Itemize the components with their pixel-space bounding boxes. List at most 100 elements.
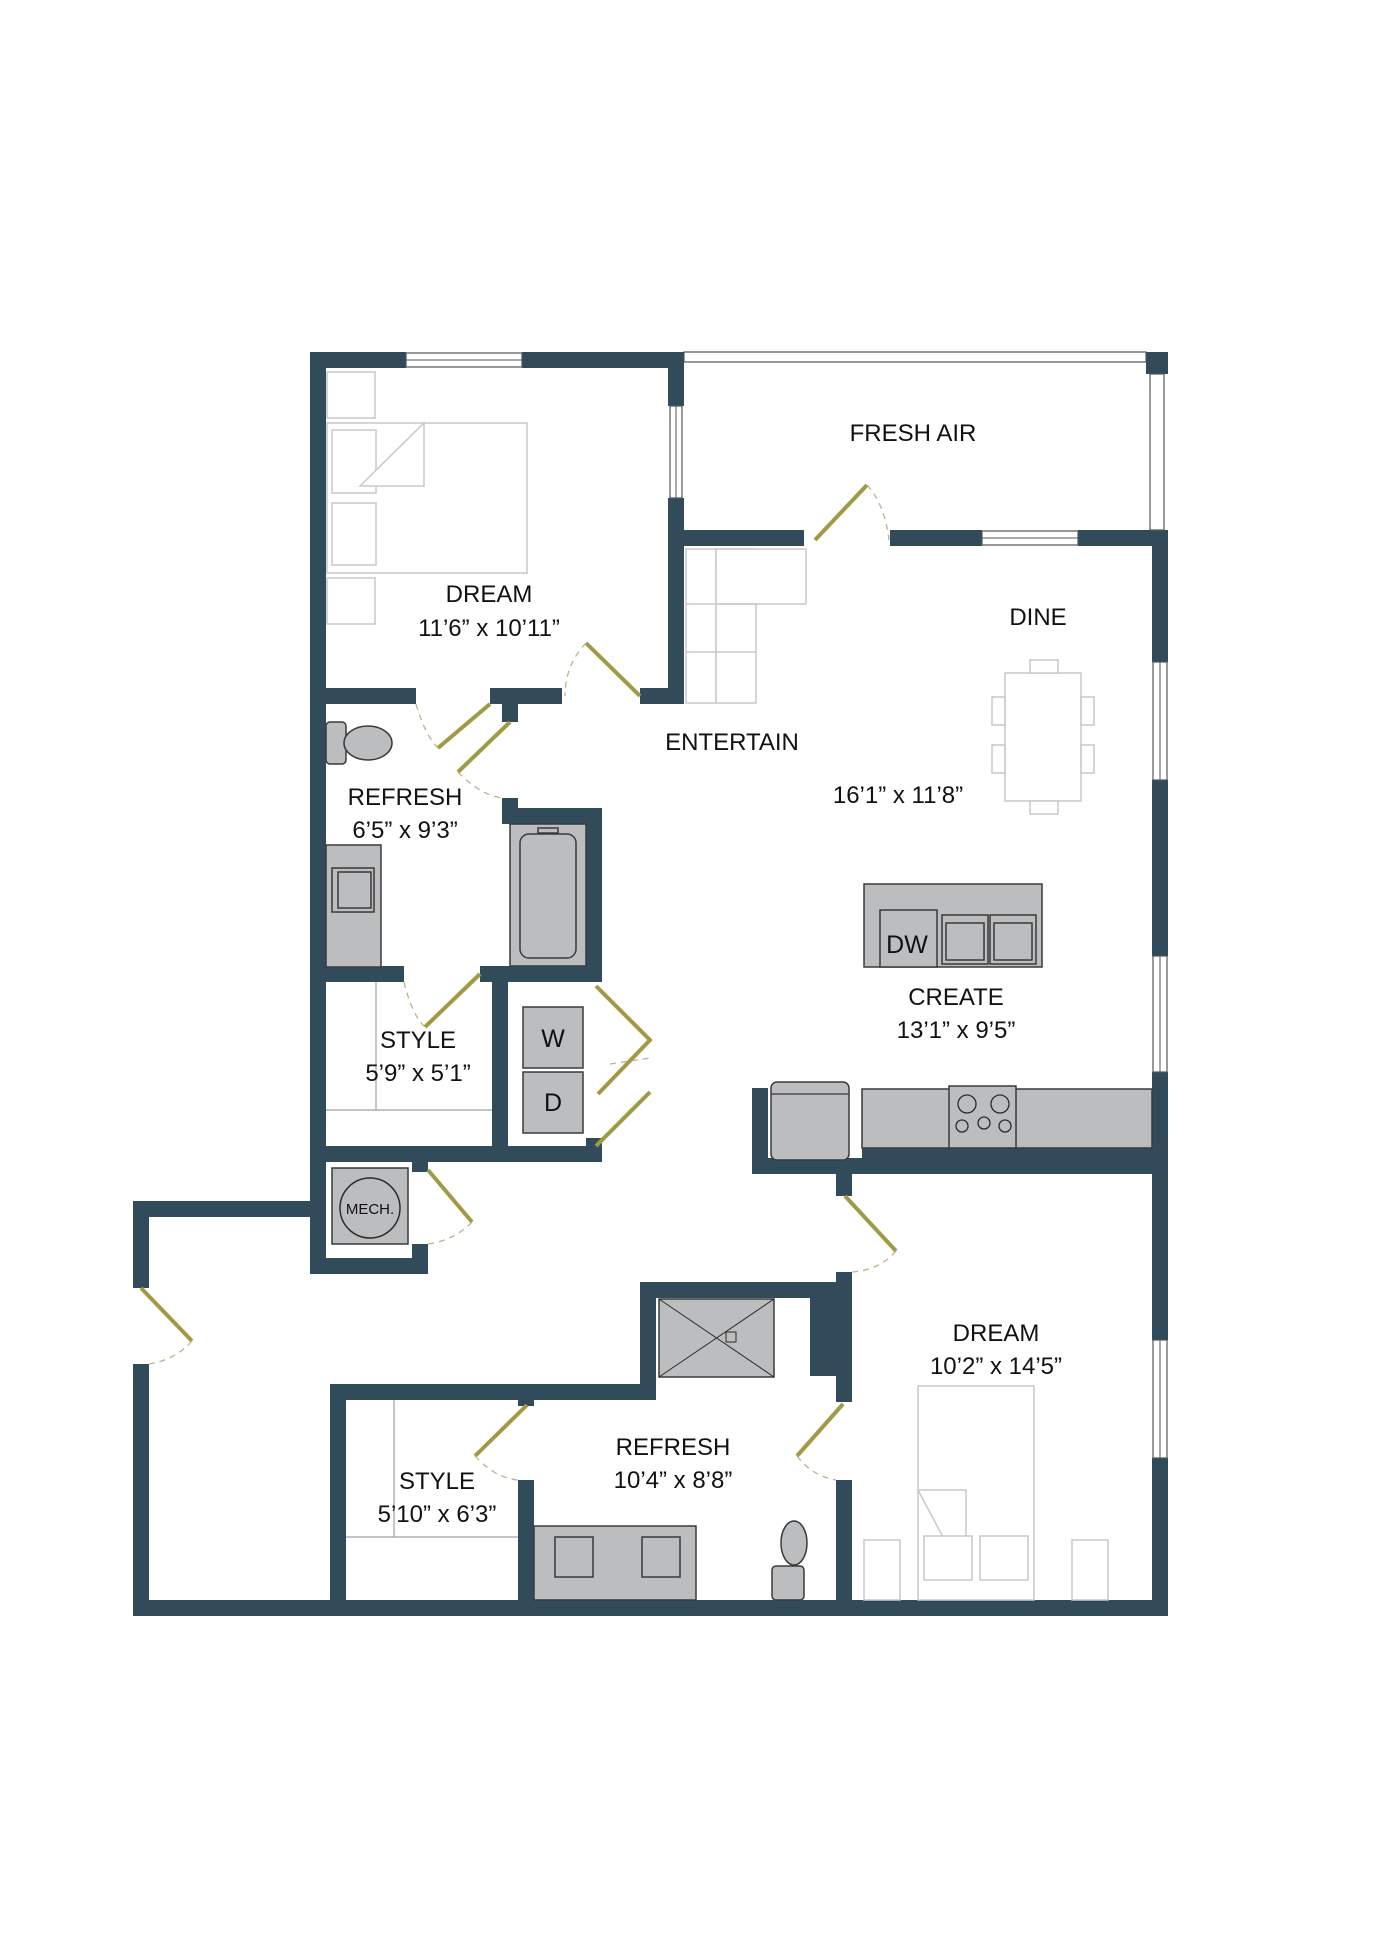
- chair: [1029, 659, 1059, 674]
- door: [426, 1168, 474, 1224]
- wall: [326, 1146, 602, 1162]
- door: [795, 1402, 845, 1458]
- wall: [326, 966, 404, 982]
- wall: [640, 688, 684, 704]
- dishwasher: [879, 909, 938, 968]
- mech-label: MECH.: [346, 1201, 394, 1218]
- room-name-create: CREATE: [908, 984, 1004, 1011]
- room-name-refresh-2: REFRESH: [616, 1434, 731, 1461]
- wall: [502, 808, 602, 824]
- room-dims-style-1: 5’9” x 5’1”: [365, 1060, 470, 1087]
- room-name-dine: DINE: [1009, 604, 1066, 631]
- railing: [1149, 373, 1165, 531]
- dryer: [522, 1071, 584, 1134]
- door: [139, 1286, 194, 1343]
- wall: [412, 1244, 428, 1274]
- wall: [1152, 1458, 1168, 1616]
- wall: [668, 352, 684, 406]
- wall: [836, 1174, 852, 1196]
- door: [423, 972, 482, 1029]
- wall: [330, 1384, 656, 1400]
- wall: [668, 498, 684, 704]
- wall: [492, 966, 508, 1150]
- door: [843, 1194, 898, 1253]
- door: [436, 702, 492, 750]
- chair: [1080, 696, 1095, 726]
- room-dims-style-2: 5’10” x 6’3”: [378, 1501, 497, 1528]
- door: [456, 720, 512, 774]
- chair: [991, 744, 1006, 774]
- nightstand: [1071, 1539, 1109, 1601]
- room-name-style-2: STYLE: [399, 1468, 475, 1495]
- walls: [133, 352, 1168, 1616]
- wall: [310, 1258, 428, 1274]
- door: [584, 641, 642, 698]
- windows: [405, 351, 1168, 1459]
- wall: [502, 704, 518, 722]
- room-name-dream-2: DREAM: [953, 1320, 1040, 1347]
- nightstand: [863, 1539, 901, 1601]
- wall: [810, 1298, 840, 1376]
- room-name-fresh-air: FRESH AIR: [850, 420, 977, 447]
- washer: [522, 1006, 584, 1069]
- wall: [836, 1480, 852, 1616]
- wall: [862, 1148, 1152, 1162]
- wall: [586, 808, 602, 980]
- wall: [640, 1282, 852, 1298]
- railing: [683, 351, 1147, 363]
- room-name-dream-1: DREAM: [446, 581, 533, 608]
- door: [473, 1403, 529, 1458]
- room-dims-refresh-1: 6’5” x 9’3”: [352, 817, 457, 844]
- wall: [752, 1088, 768, 1174]
- refrigerator: [770, 1081, 850, 1161]
- wall: [1078, 530, 1168, 546]
- toilet: [780, 1520, 808, 1566]
- toilet: [325, 721, 347, 765]
- wall: [518, 1400, 534, 1406]
- chair: [1080, 744, 1095, 774]
- wall: [518, 1480, 534, 1616]
- wall: [412, 1162, 428, 1172]
- wall: [133, 1201, 149, 1288]
- fixtures: W D MECH. DW: [325, 721, 1153, 1601]
- wall: [326, 688, 416, 704]
- chair: [1029, 800, 1059, 815]
- wall: [1152, 530, 1168, 662]
- sofa: [685, 548, 717, 704]
- wall: [668, 530, 804, 546]
- room-dims-entertain: 16’1” x 11’8”: [833, 782, 963, 809]
- wall: [890, 530, 982, 546]
- wall: [640, 1282, 656, 1400]
- door: [813, 483, 869, 542]
- wall: [133, 1364, 149, 1616]
- room-name-refresh-1: REFRESH: [348, 784, 463, 811]
- wall: [310, 352, 406, 368]
- room-name-entertain: ENTERTAIN: [665, 729, 799, 756]
- wall: [480, 966, 602, 982]
- room-dims-dream-2: 10’2” x 14’5”: [930, 1353, 1062, 1380]
- wall: [522, 352, 684, 368]
- wall: [1146, 352, 1168, 374]
- wall: [330, 1384, 346, 1616]
- nightstand: [326, 371, 376, 419]
- chair: [991, 696, 1006, 726]
- washer-label: W: [541, 1025, 565, 1053]
- wall: [1152, 780, 1168, 956]
- room-dims-refresh-2: 10’4” x 8’8”: [614, 1467, 733, 1494]
- dishwasher-label: DW: [886, 931, 928, 959]
- wall: [133, 1600, 1168, 1616]
- room-dims-dream-1: 11’6” x 10’11”: [418, 615, 560, 642]
- room-dims-create: 13’1” x 9’5”: [897, 1017, 1016, 1044]
- wall: [1152, 1072, 1168, 1340]
- wall: [490, 688, 562, 704]
- furniture: [326, 371, 1109, 1601]
- room-name-style-1: STYLE: [380, 1027, 456, 1054]
- wall: [310, 352, 326, 1272]
- room-labels: DREAM 11’6” x 10’11” FRESH AIR DINE ENTE…: [348, 420, 1067, 1528]
- wall: [310, 1162, 326, 1274]
- dryer-label: D: [544, 1089, 562, 1117]
- doors: [139, 483, 898, 1481]
- wall: [133, 1201, 326, 1217]
- dining-table: [1004, 672, 1082, 802]
